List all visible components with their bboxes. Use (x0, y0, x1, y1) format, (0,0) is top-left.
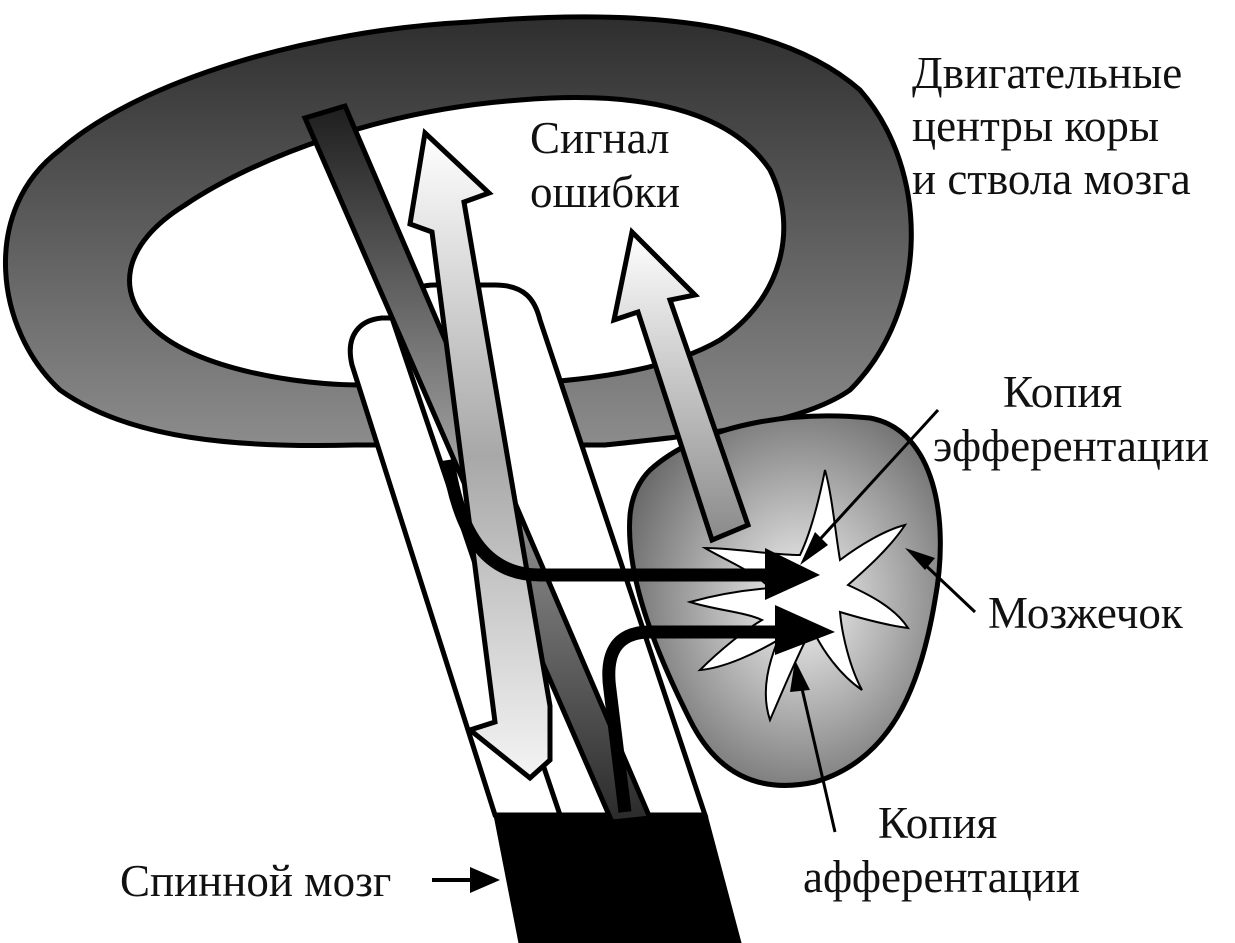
cerebellum-pointer (918, 558, 977, 614)
efference-copy-arrowhead (765, 548, 820, 600)
afference-copy-label-line-2: афферентации (803, 852, 1080, 902)
error-signal-arrow (610, 226, 752, 544)
cerebellum-pointer-head (905, 548, 935, 570)
efference-copy-arrow-line (441, 459, 770, 582)
spinal-cord-block (493, 813, 742, 943)
afference-copy-arrowhead (775, 605, 835, 655)
afference-copy-pointer-head (790, 660, 810, 692)
motor-centers-label-line-1: Двигательные (912, 48, 1182, 98)
efference-copy-pointer-head (800, 532, 828, 565)
efference-copy-label-line-2: эфферентации (933, 421, 1209, 471)
cerebellum-label: Мозжечок (988, 588, 1183, 638)
motor-cortex-ring (3, 14, 914, 449)
motor-centers-label-line-3: и ствола мозга (912, 154, 1191, 204)
efference-copy-pointer (810, 408, 940, 550)
error-signal-label-line-1: Сигнал (530, 113, 669, 163)
spinal-cord-label: Спинной мозг (120, 856, 391, 906)
efference-copy-label-line-1: Копия (1003, 367, 1122, 417)
motor-centers-label-line-2: центры коры (912, 101, 1159, 151)
afference-copy-pointer (798, 679, 837, 833)
afference-copy-arrow-line (602, 625, 780, 813)
afference-copy-label-line-1: Копия (878, 798, 997, 848)
spinal-cord-pointer-head (470, 867, 500, 893)
bidirectional-arrow (407, 127, 553, 782)
error-signal-label-line-2: ошибки (530, 167, 680, 217)
